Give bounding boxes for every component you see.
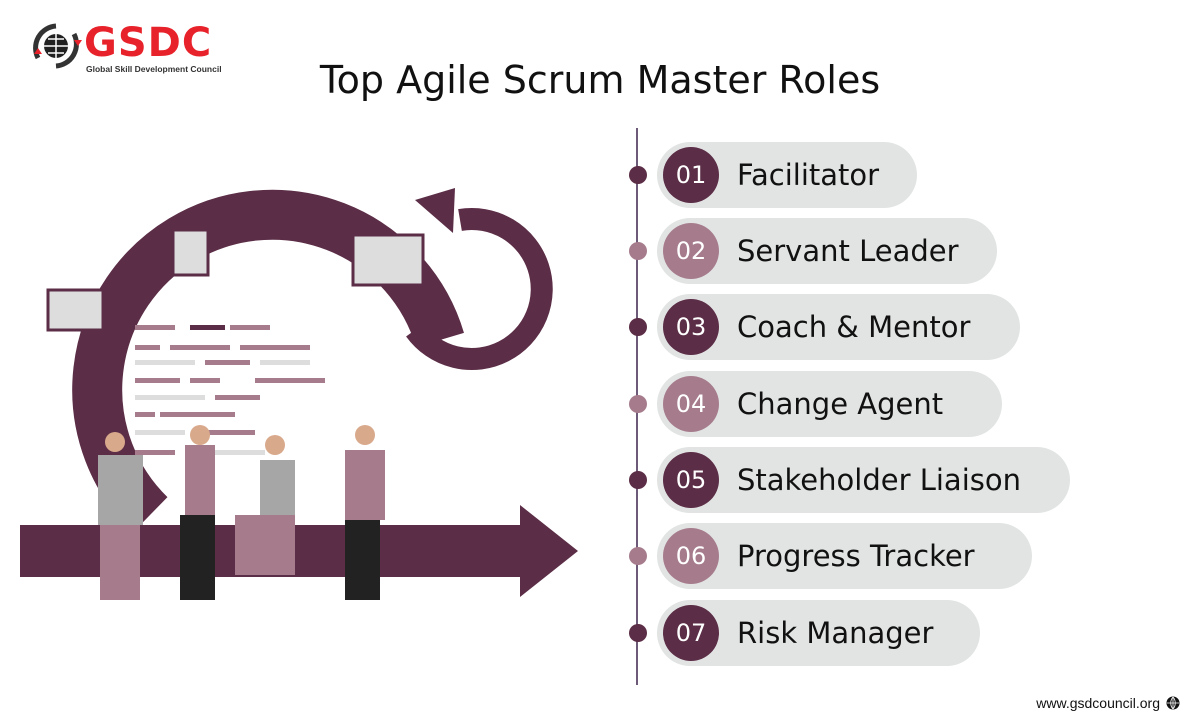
timeline-dot <box>629 395 647 413</box>
role-item-servant-leader: 02 Servant Leader <box>629 218 997 284</box>
role-number: 07 <box>663 605 719 661</box>
role-item-stakeholder-liaison: 05 Stakeholder Liaison <box>629 447 1070 513</box>
globe-logo-icon <box>33 23 82 69</box>
timeline-dot <box>629 471 647 489</box>
role-item-progress-tracker: 06 Progress Tracker <box>629 523 1032 589</box>
role-label: Risk Manager <box>737 616 934 650</box>
role-label: Coach & Mentor <box>737 310 971 344</box>
role-item-coach-mentor: 03 Coach & Mentor <box>629 294 1020 360</box>
forward-arrow-icon <box>20 505 578 597</box>
role-number: 04 <box>663 376 719 432</box>
role-number: 06 <box>663 528 719 584</box>
scrum-cycle-illustration <box>20 188 578 600</box>
role-number: 01 <box>663 147 719 203</box>
role-label: Change Agent <box>737 387 944 421</box>
timeline-dot <box>629 166 647 184</box>
role-number: 05 <box>663 452 719 508</box>
logo-wordmark: GSDC <box>84 20 213 66</box>
cycle-arrowhead-icon <box>415 188 455 233</box>
role-item-facilitator: 01 Facilitator <box>629 142 917 208</box>
role-label: Progress Tracker <box>737 539 975 573</box>
role-number: 03 <box>663 299 719 355</box>
role-label: Stakeholder Liaison <box>737 463 1021 497</box>
role-item-change-agent: 04 Change Agent <box>629 371 1002 437</box>
monitor-icons <box>46 228 425 332</box>
website-link[interactable]: www.gsdcouncil.org <box>1036 695 1160 711</box>
role-label: Facilitator <box>737 158 880 192</box>
logo-subtitle: Global Skill Development Council <box>86 64 222 74</box>
timeline-dot <box>629 547 647 565</box>
role-number: 02 <box>663 223 719 279</box>
timeline-dot <box>629 318 647 336</box>
globe-icon <box>1166 696 1180 710</box>
timeline-dot <box>629 624 647 642</box>
gsdc-logo: GSDC Global Skill Development Council <box>28 18 222 78</box>
role-label: Servant Leader <box>737 234 959 268</box>
people-figures <box>98 425 385 600</box>
footer: www.gsdcouncil.org <box>1036 695 1180 711</box>
role-item-risk-manager: 07 Risk Manager <box>629 600 980 666</box>
timeline-dot <box>629 242 647 260</box>
page-title: Top Agile Scrum Master Roles <box>319 58 881 102</box>
